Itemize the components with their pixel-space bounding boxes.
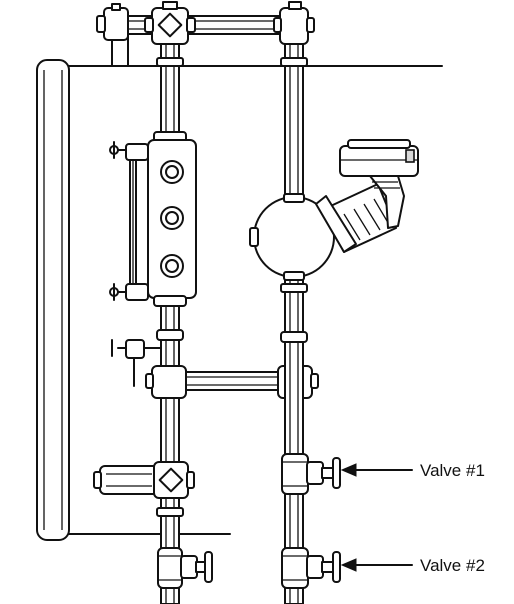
drain-cock bbox=[125, 339, 145, 359]
callout-arrow-valve-2 bbox=[340, 558, 413, 572]
plug-icon bbox=[158, 467, 184, 493]
gauge-glass bbox=[109, 141, 162, 387]
top-header-pipe bbox=[96, 1, 315, 67]
left-vertical-pipe bbox=[156, 43, 184, 604]
callout-label-valve-1: Valve #1 bbox=[420, 461, 485, 480]
lower-gauge-cock bbox=[125, 283, 149, 301]
upper-gauge-cock bbox=[125, 143, 149, 161]
callout-label-valve-2: Valve #2 bbox=[420, 556, 485, 575]
float-chamber bbox=[249, 139, 419, 281]
handwheel-icon bbox=[332, 551, 341, 583]
valve-2-left bbox=[157, 547, 213, 589]
plug-icon bbox=[157, 12, 183, 38]
water-column bbox=[147, 131, 197, 307]
right-vertical-pipe bbox=[280, 43, 308, 604]
handwheel-icon bbox=[332, 457, 341, 489]
lower-left-cross bbox=[93, 461, 195, 499]
top-right-tee bbox=[279, 7, 309, 45]
valve-2 bbox=[281, 547, 341, 589]
valve-1 bbox=[281, 453, 341, 495]
top-left-tee bbox=[103, 7, 129, 41]
shell-flange bbox=[36, 59, 70, 541]
left-cross-tee bbox=[151, 365, 187, 399]
handwheel-icon bbox=[204, 551, 213, 583]
callout-arrow-valve-1 bbox=[340, 463, 413, 477]
boiler-shell bbox=[36, 59, 443, 541]
